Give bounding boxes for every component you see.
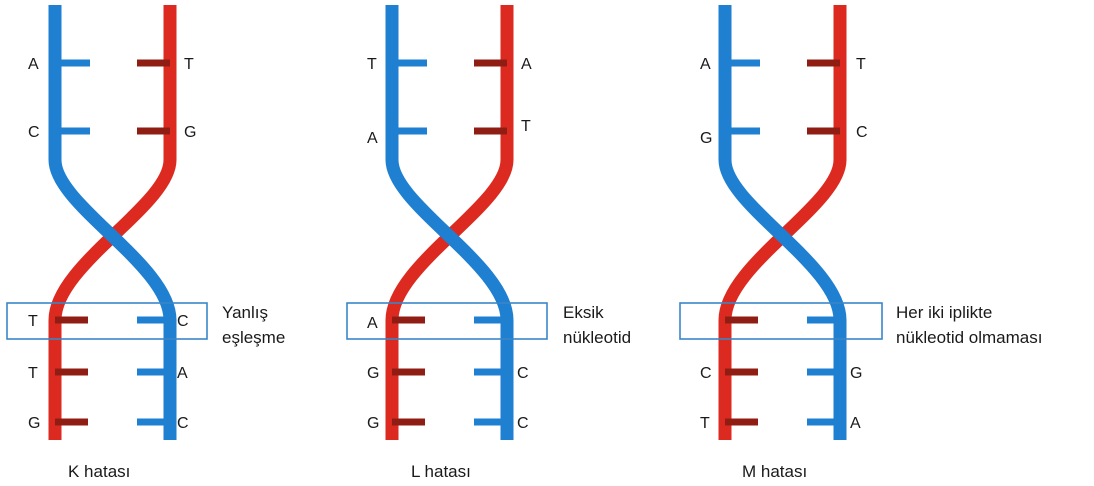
error-note-line-1: Her iki iplikte	[896, 303, 992, 322]
base-label: A	[177, 365, 188, 382]
error-note-line-2: eşleşme	[222, 328, 285, 347]
base-label: T	[28, 313, 38, 330]
base-label: G	[367, 365, 379, 382]
base-label: G	[28, 415, 40, 432]
error-note-line-2: nükleotid olmaması	[896, 328, 1042, 347]
base-label: T	[521, 118, 531, 135]
error-highlight-box	[346, 302, 548, 340]
base-label: A	[850, 415, 861, 432]
error-highlight-box	[679, 302, 883, 340]
blue-strand	[385, 5, 514, 440]
base-label: G	[367, 415, 379, 432]
error-note-line-2: nükleotid	[563, 328, 631, 347]
base-label: T	[367, 56, 377, 73]
error-highlight-box	[6, 302, 208, 340]
panel-title: L hatası	[411, 462, 471, 481]
panel-m: A G T C C T G A Her iki iplikte nükleoti…	[679, 5, 1042, 481]
base-label: A	[367, 315, 378, 332]
panel-title: M hatası	[742, 462, 807, 481]
error-note-line-1: Yanlış	[222, 303, 268, 322]
error-note-line-1: Eksik	[563, 303, 604, 322]
base-label: T	[856, 56, 866, 73]
base-label: T	[184, 56, 194, 73]
base-label: A	[367, 130, 378, 147]
blue-strand	[48, 5, 177, 440]
panel-l: T A A T A G G C C Eksik nükleotid L hata…	[346, 5, 631, 481]
base-label: C	[517, 415, 529, 432]
base-label: C	[517, 365, 529, 382]
base-label: C	[856, 124, 868, 141]
base-label: T	[700, 415, 710, 432]
blue-strand	[718, 5, 847, 440]
base-label: G	[850, 365, 862, 382]
base-label: G	[184, 124, 196, 141]
base-label: T	[28, 365, 38, 382]
base-label: C	[177, 313, 189, 330]
base-label: C	[177, 415, 189, 432]
base-label: A	[700, 56, 711, 73]
panel-k: A C T G T C T G A C Yanlış eşleşme K hat…	[6, 5, 285, 481]
base-label: C	[28, 124, 40, 141]
panel-title: K hatası	[68, 462, 130, 481]
base-label: A	[28, 56, 39, 73]
base-label: C	[700, 365, 712, 382]
base-label: G	[700, 130, 712, 147]
base-label: A	[521, 56, 532, 73]
